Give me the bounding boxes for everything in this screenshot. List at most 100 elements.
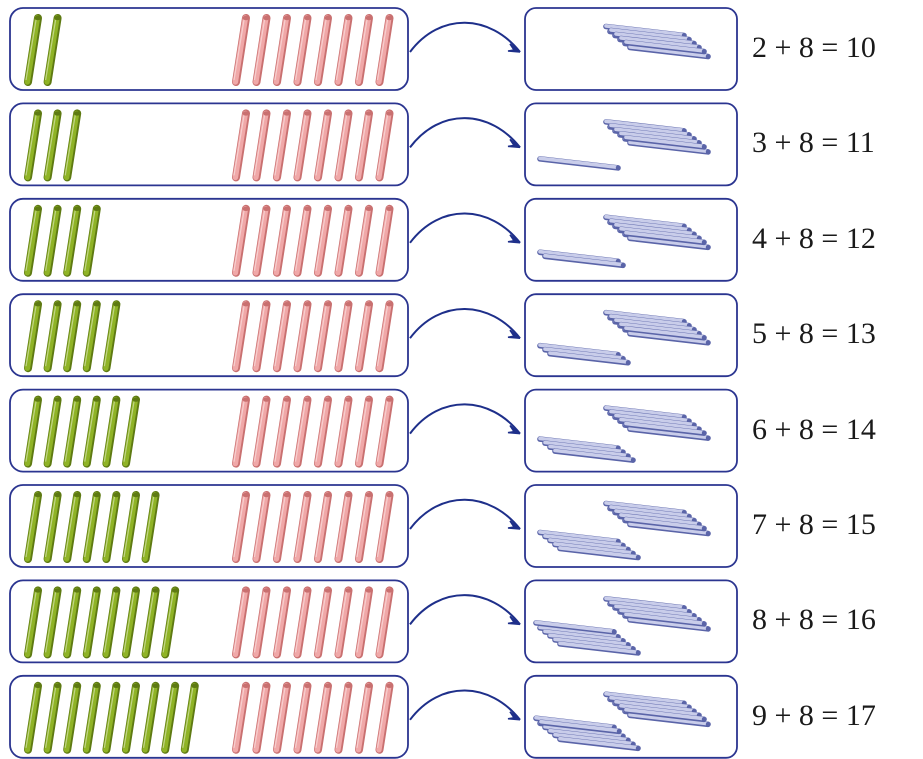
arrow bbox=[409, 212, 521, 244]
arrow bbox=[409, 308, 521, 339]
pink-stick bbox=[334, 491, 353, 563]
green-stick bbox=[24, 204, 42, 277]
green-stick bbox=[43, 491, 62, 563]
green-stick bbox=[24, 109, 42, 182]
bundle-stick bbox=[538, 719, 622, 735]
pink-stick bbox=[273, 491, 291, 563]
pink-stick bbox=[375, 681, 394, 754]
loose-sticks bbox=[533, 620, 641, 656]
pink-stick bbox=[355, 109, 373, 182]
pink-stick bbox=[293, 681, 312, 754]
green-stick bbox=[102, 491, 121, 563]
arrowhead bbox=[507, 615, 521, 626]
green-stick bbox=[82, 204, 101, 277]
pink-stick bbox=[232, 681, 250, 754]
ten-bundle bbox=[603, 23, 711, 60]
pink-stick bbox=[314, 300, 332, 373]
bundle-stick bbox=[623, 516, 707, 532]
arrowhead bbox=[507, 329, 521, 339]
pink-stick bbox=[334, 395, 353, 468]
ten-bundle bbox=[603, 214, 711, 251]
green-stick bbox=[161, 681, 180, 754]
pink-stick bbox=[252, 586, 271, 659]
arrowhead bbox=[507, 425, 521, 435]
arrow bbox=[409, 117, 521, 149]
ten-bundle bbox=[603, 500, 711, 537]
bundle-stick bbox=[547, 350, 631, 366]
equation-text: 9 + 8 = 17 bbox=[752, 698, 876, 732]
green-stick bbox=[122, 586, 140, 659]
pink-stick bbox=[293, 109, 312, 182]
bundle-stick bbox=[627, 235, 711, 251]
pink-stick bbox=[334, 586, 353, 659]
pink-stick bbox=[375, 300, 394, 373]
row-4 bbox=[9, 293, 738, 378]
equation-text: 7 + 8 = 15 bbox=[752, 508, 876, 541]
pink-stick bbox=[273, 681, 291, 754]
arrowhead bbox=[507, 234, 521, 244]
green-stick bbox=[43, 681, 62, 754]
pink-stick bbox=[252, 109, 271, 182]
pink-stick bbox=[375, 491, 394, 563]
pink-stick bbox=[273, 109, 291, 182]
pink-stick bbox=[293, 491, 312, 563]
green-stick bbox=[43, 586, 62, 659]
pink-stick bbox=[252, 300, 271, 373]
green-stick bbox=[24, 14, 42, 86]
bundle-stick bbox=[557, 736, 641, 752]
bundle-stick bbox=[552, 448, 636, 463]
green-stick bbox=[180, 681, 199, 754]
arrowhead bbox=[507, 520, 521, 530]
green-stick bbox=[82, 395, 101, 468]
bundle-stick bbox=[542, 440, 626, 455]
ten-bundle bbox=[603, 309, 711, 346]
loose-sticks bbox=[537, 156, 621, 171]
bundle-stick bbox=[623, 612, 707, 627]
green-stick bbox=[24, 681, 42, 754]
loose-sticks bbox=[537, 249, 626, 269]
pink-stick bbox=[273, 300, 291, 373]
green-stick bbox=[63, 491, 82, 563]
arrow bbox=[409, 21, 521, 53]
loose-sticks bbox=[537, 436, 636, 463]
bundle-stick bbox=[542, 253, 626, 269]
pink-stick bbox=[375, 204, 394, 277]
pink-stick bbox=[334, 204, 353, 277]
arrowhead bbox=[507, 138, 521, 149]
green-stick bbox=[122, 491, 140, 563]
green-stick bbox=[82, 586, 101, 659]
pink-stick bbox=[232, 14, 250, 86]
green-stick bbox=[63, 681, 82, 754]
pink-stick bbox=[334, 14, 353, 86]
bundle-stick bbox=[623, 421, 707, 436]
bundle-stick bbox=[627, 617, 711, 632]
arrow bbox=[409, 594, 521, 626]
green-stick bbox=[43, 204, 62, 277]
row-8 bbox=[9, 674, 738, 759]
green-stick bbox=[141, 681, 160, 754]
pink-stick bbox=[334, 300, 353, 373]
bundle-stick bbox=[557, 545, 641, 561]
arrow bbox=[409, 403, 521, 435]
bundle-stick bbox=[623, 325, 707, 341]
bundle-stick bbox=[627, 426, 711, 441]
pink-stick bbox=[355, 491, 373, 563]
pink-stick bbox=[355, 395, 373, 468]
pink-stick bbox=[355, 681, 373, 754]
bundle-stick bbox=[623, 707, 707, 723]
green-stick bbox=[43, 300, 62, 373]
green-stick bbox=[122, 395, 140, 468]
bundle-stick bbox=[537, 156, 621, 171]
bundle-stick bbox=[533, 620, 617, 635]
pink-stick bbox=[252, 491, 271, 563]
pink-stick bbox=[293, 14, 312, 86]
green-stick bbox=[122, 681, 140, 754]
pink-stick bbox=[314, 204, 332, 277]
bundle-stick bbox=[627, 712, 711, 728]
bundle-stick bbox=[627, 140, 711, 155]
row-5 bbox=[9, 388, 738, 473]
row-7 bbox=[9, 579, 738, 664]
row-6 bbox=[9, 484, 738, 568]
equation-text: 6 + 8 = 14 bbox=[752, 412, 876, 446]
